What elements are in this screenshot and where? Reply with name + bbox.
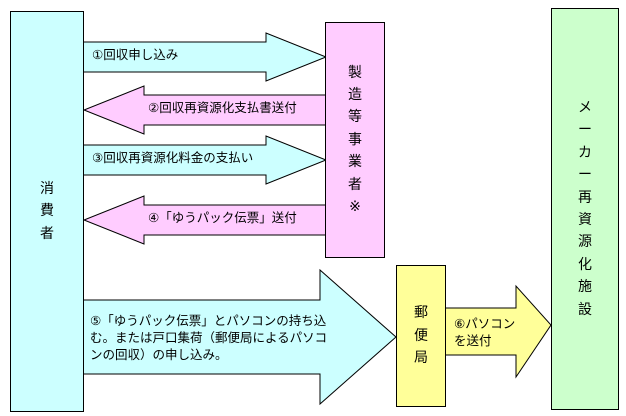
flow-6-label: ⑥パソコン を送付 bbox=[454, 316, 515, 350]
facility-label: メーカー再資源化施設 bbox=[578, 100, 592, 318]
flow-3-label: ③回収再資源化料金の支払い bbox=[92, 150, 254, 165]
flow-5-label: ⑤「ゆうパック伝票」とパソコンの持ち込 む。または戸口集荷（郵便局によるパソコ … bbox=[90, 313, 327, 364]
flow-5-line-1: ⑤「ゆうパック伝票」とパソコンの持ち込 bbox=[90, 313, 327, 328]
manufacturer-box: 製造等事業者※ bbox=[325, 22, 385, 258]
flow-2-label: ②回収再資源化支払書送付 bbox=[148, 100, 297, 115]
flow-5-line-3: ンの回収）の申し込み。 bbox=[90, 346, 228, 362]
consumer-box: 消費者 bbox=[10, 11, 84, 412]
flow-5-line-2: む。または戸口集荷（郵便局によるパソコ bbox=[90, 329, 328, 345]
manufacturer-label: 製造等事業者※ bbox=[348, 64, 362, 215]
flow-6-line-2: を送付 bbox=[454, 332, 492, 348]
arrow-1-apply-collection bbox=[79, 32, 328, 82]
consumer-label: 消費者 bbox=[40, 180, 54, 242]
flow-1-label: ①回収申し込み bbox=[92, 47, 179, 62]
flow-4-label: ④「ゆうパック伝票」送付 bbox=[148, 210, 297, 225]
flow-6-line-1: ⑥パソコン bbox=[454, 316, 516, 331]
arrow-6-send-pc bbox=[444, 284, 552, 379]
post-office-label: 郵便局 bbox=[414, 305, 428, 367]
arrow-2-payment-slip bbox=[82, 85, 327, 135]
arrow-4-yupack-slip bbox=[82, 195, 327, 245]
facility-box: メーカー再資源化施設 bbox=[551, 8, 619, 410]
post-office-box: 郵便局 bbox=[396, 265, 446, 407]
arrow-3-fee-payment bbox=[79, 135, 328, 185]
arrow-5-bring-pc bbox=[79, 268, 397, 406]
